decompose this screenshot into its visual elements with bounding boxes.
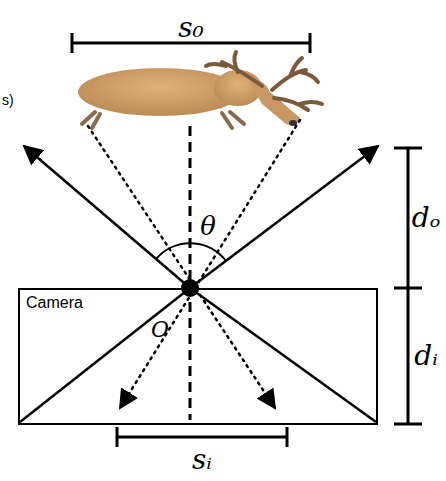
field-of-view-arrow <box>190 146 378 288</box>
distance-bar <box>394 148 422 424</box>
deer <box>78 52 322 128</box>
image-distance-label: dᵢ <box>414 342 438 370</box>
image-size-bar <box>117 427 287 447</box>
light-ray <box>88 120 300 408</box>
image-size-label: sᵢ <box>192 446 212 474</box>
camera-label: Camera <box>20 290 89 316</box>
partial-label: s) <box>2 93 14 107</box>
object-distance-label: dₒ <box>412 204 441 232</box>
angle-label: θ <box>200 213 216 239</box>
camera-box: Camera <box>18 288 378 425</box>
origin-label: O <box>151 319 169 341</box>
angle-arc <box>156 243 226 261</box>
field-of-view-arrow <box>24 146 190 288</box>
object-size-label: s₀ <box>178 14 204 42</box>
optical-axis <box>189 126 192 420</box>
camera-inner-line <box>20 288 376 422</box>
